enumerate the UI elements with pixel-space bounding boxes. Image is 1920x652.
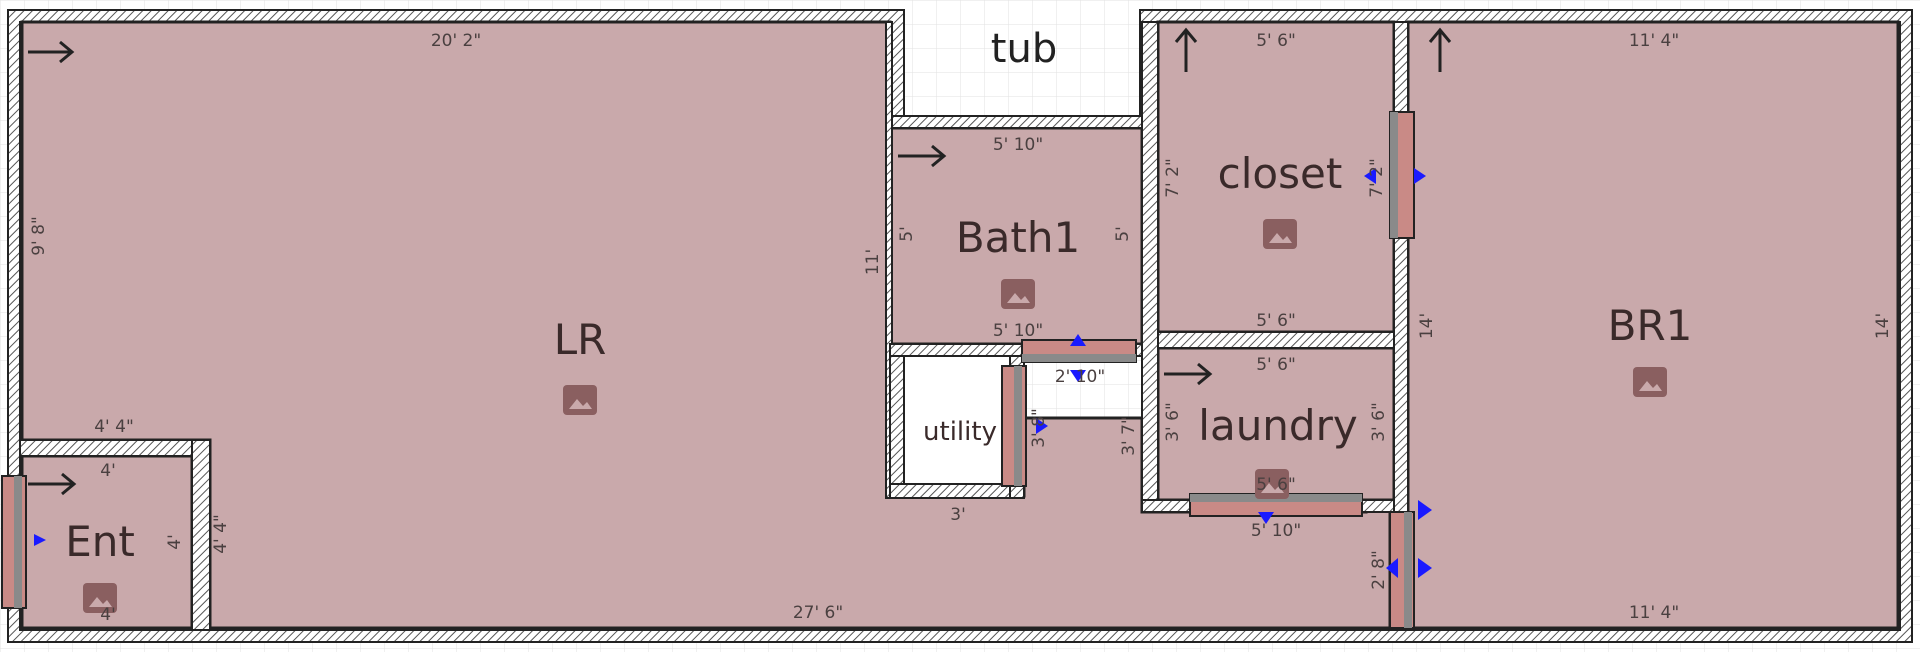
room-label-br1: BR1 (1608, 301, 1693, 350)
dim-laundry-door: 5' 6" (1256, 475, 1296, 495)
dim-bath-left: 5' (897, 226, 917, 242)
interior-walls (19, 21, 1409, 631)
arrow-icon (1418, 558, 1432, 578)
dim-br1-door: 2' 8" (1369, 550, 1389, 590)
rooms (20, 20, 1900, 630)
arrow-icon (1164, 362, 1213, 386)
room-label-bath1: Bath1 (956, 213, 1080, 262)
dim-lr-left: 9' 8" (29, 216, 49, 256)
door-arrows (34, 168, 1432, 578)
dim-bath-door: 2' 10" (1055, 367, 1105, 387)
arrow-icon (1364, 168, 1376, 184)
dim-ent-bottom: 4' (100, 605, 116, 625)
dim-utility-door: 3' 8" (1029, 408, 1049, 448)
room-label-tub: tub (991, 26, 1057, 72)
room-label-lr: LR (554, 315, 607, 364)
dim-closet-bottom: 5' 6" (1256, 311, 1296, 331)
dim-laundry-right: 3' 6" (1369, 402, 1389, 442)
image-icon[interactable] (1263, 219, 1297, 249)
arrow-icon (1428, 27, 1452, 72)
dim-bath-right: 5' (1113, 226, 1133, 242)
dimensions: 20' 2" 9' 8" 27' 6" 11' 4' 4" 4' 4' 4' 4… (29, 31, 1893, 625)
room-closet[interactable] (1156, 20, 1396, 334)
dim-bath-bottom: 5' 10" (993, 321, 1043, 341)
dim-laundry-top: 5' 6" (1256, 355, 1296, 375)
dim-closet-left: 7' 2" (1163, 158, 1183, 198)
room-label-laundry: laundry (1198, 401, 1357, 450)
dim-br1-right: 14' (1873, 313, 1893, 339)
arrow-icon (1036, 418, 1048, 434)
dim-laundry-left: 3' 6" (1163, 402, 1183, 442)
arrow-icon (28, 472, 77, 496)
room-arrows (28, 27, 1452, 496)
dim-br1-bottom: 11' 4" (1629, 603, 1679, 623)
arrow-icon (1414, 168, 1426, 184)
dim-closet-top: 5' 6" (1256, 31, 1296, 51)
room-utility[interactable] (903, 355, 1011, 485)
dim-ent-top-outer: 4' 4" (94, 417, 134, 437)
arrow-icon (1070, 370, 1086, 382)
dim-br1-left: 14' (1417, 313, 1437, 339)
room-br1[interactable] (1406, 20, 1900, 630)
arrow-icon (1386, 558, 1398, 578)
arrow-icon (898, 144, 947, 168)
dim-ent-right-inner: 4' (165, 534, 185, 550)
dim-laundry-bottom: 5' 10" (1251, 521, 1301, 541)
arrow-icon (28, 40, 75, 64)
arrow-icon (1258, 512, 1274, 524)
room-label-closet: closet (1218, 149, 1343, 198)
dim-ent-top-inner: 4' (100, 461, 116, 481)
dim-bath-top: 5' 10" (993, 135, 1043, 155)
room-label-utility: utility (923, 417, 997, 447)
image-icon[interactable] (563, 385, 597, 415)
dim-laundry-outer-left: 3' 7" (1119, 416, 1139, 456)
dim-utility-bottom: 3' (950, 505, 966, 525)
arrow-icon (1070, 334, 1086, 346)
arrow-icon (1174, 27, 1198, 72)
dim-lr-top: 20' 2" (431, 31, 481, 51)
dim-closet-right: 7' 2" (1367, 158, 1387, 198)
room-label-ent: Ent (65, 517, 135, 566)
dim-ent-right-outer: 4' 4" (211, 514, 231, 554)
arrow-icon (1418, 500, 1432, 520)
dim-lr-bottom: 27' 6" (793, 603, 843, 623)
image-icon[interactable] (1633, 367, 1667, 397)
arrow-icon (34, 534, 46, 546)
dim-br1-top: 11' 4" (1629, 31, 1679, 51)
dim-lr-right: 11' (863, 249, 883, 275)
image-icon[interactable] (1001, 279, 1035, 309)
